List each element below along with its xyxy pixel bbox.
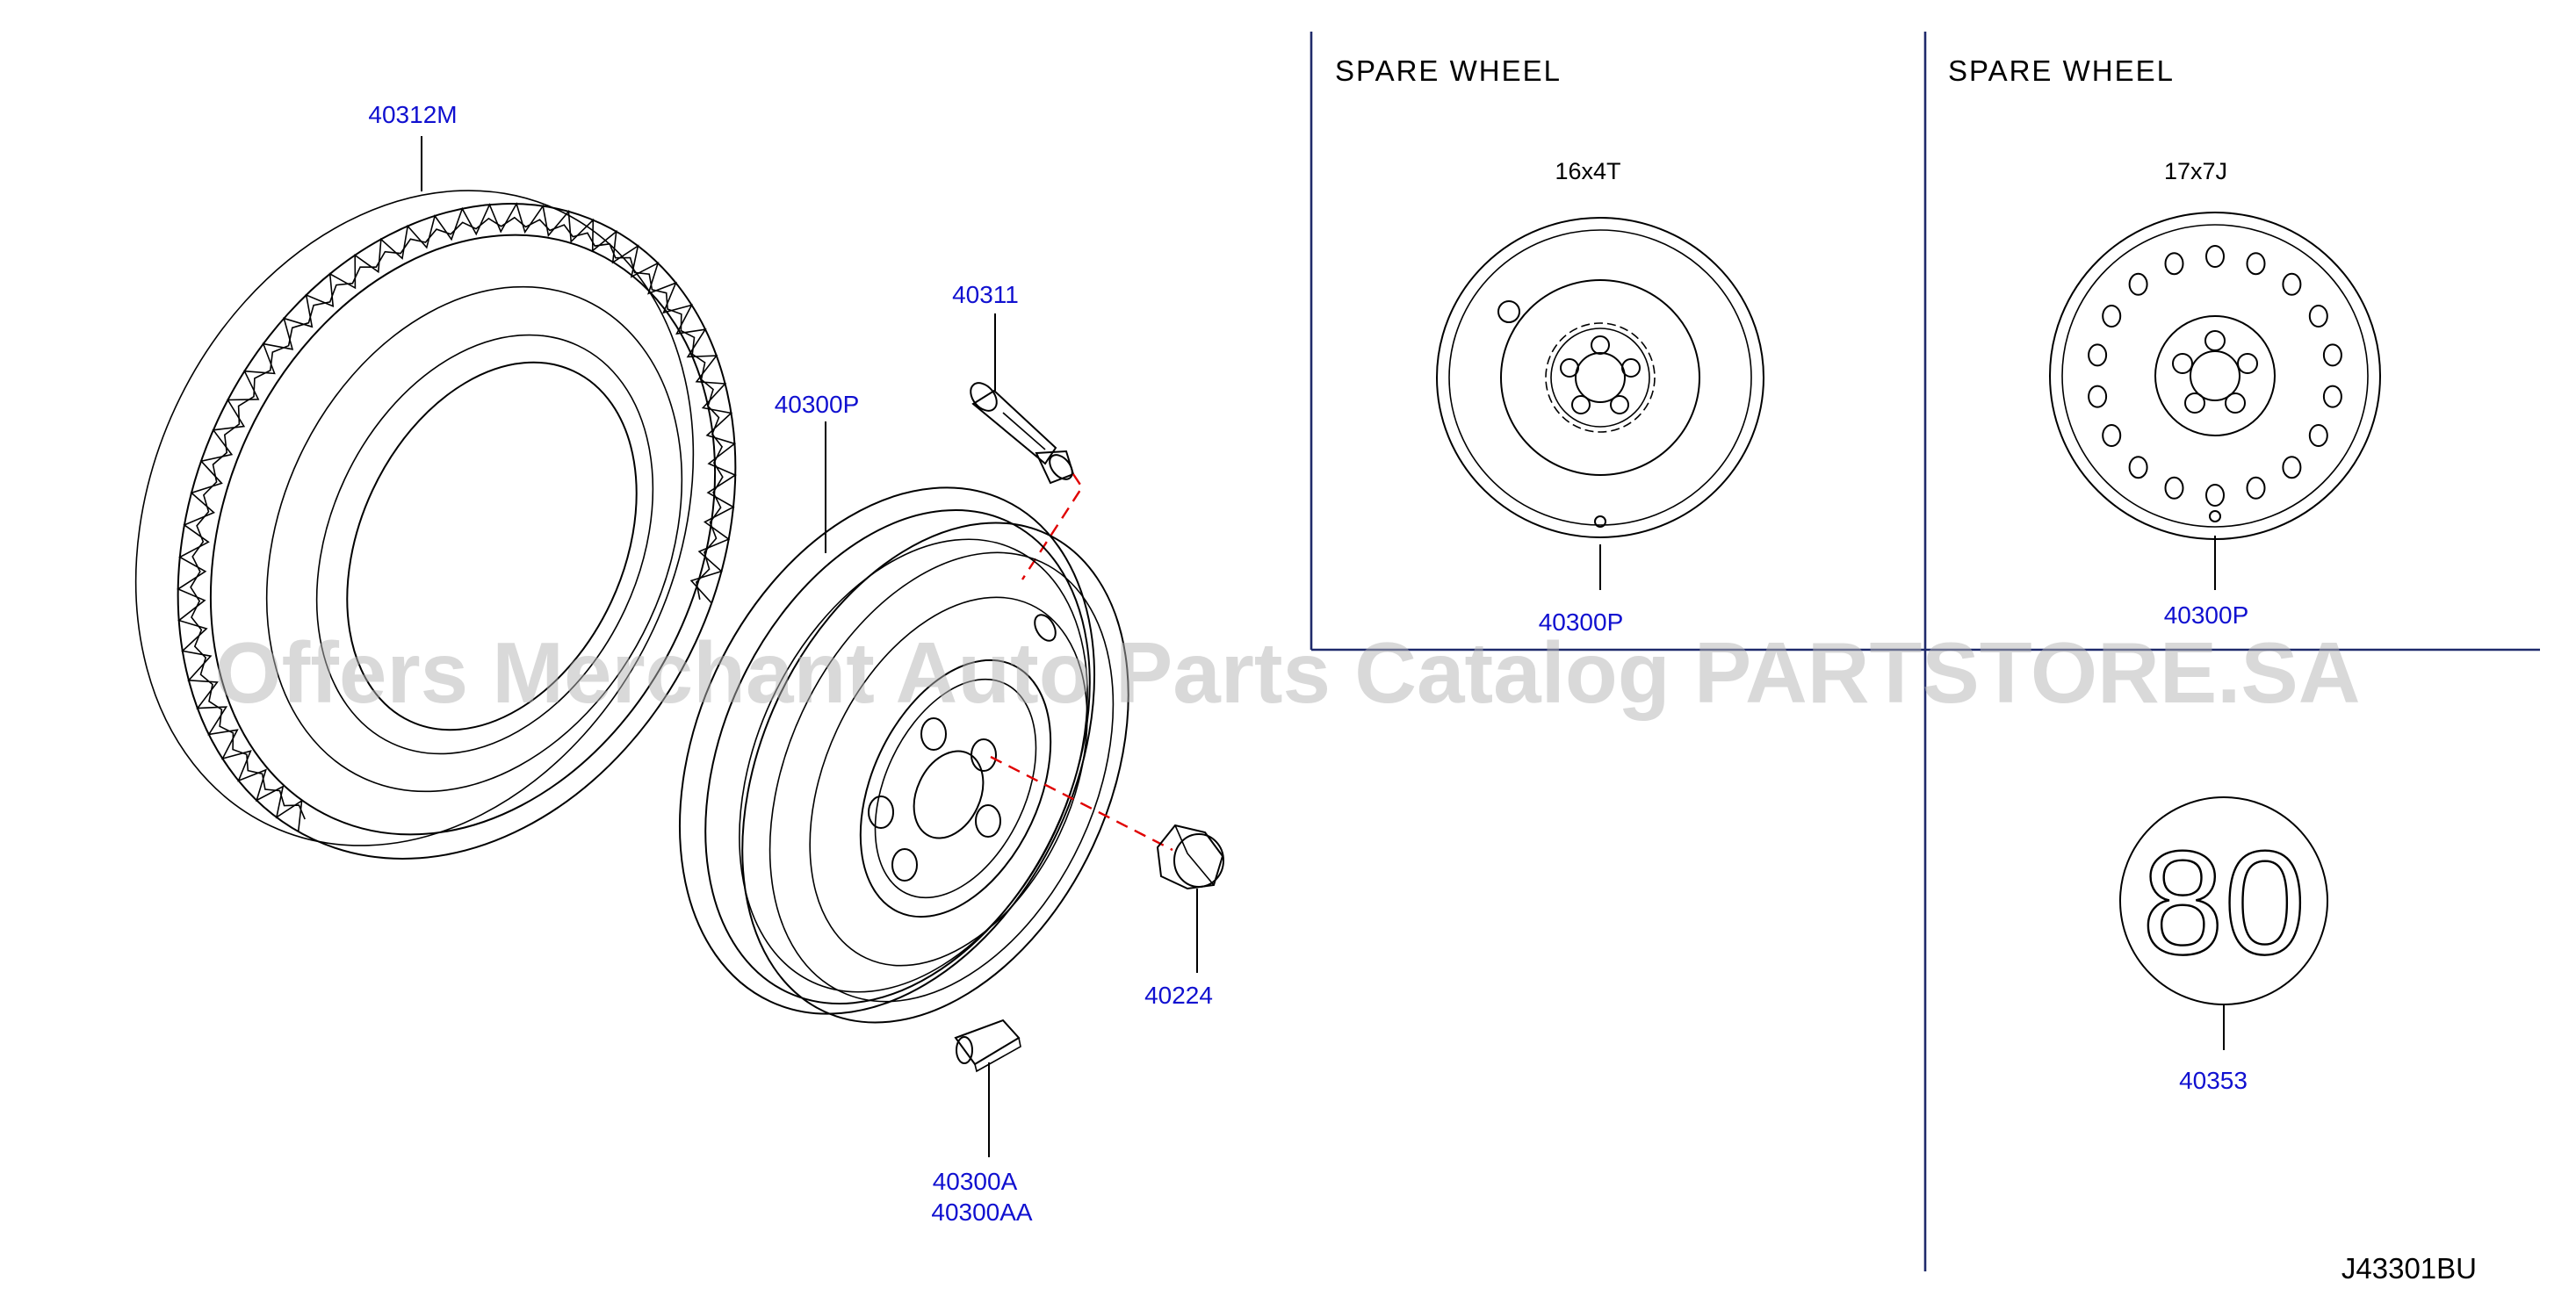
vent-hole (2282, 272, 2302, 296)
vent-hole (2164, 252, 2184, 276)
spare-wheel-17-vent-holes (2088, 245, 2342, 507)
vent-hole (2246, 476, 2266, 500)
wheel-nut-drawing (1156, 824, 1224, 890)
balance-weight-part-label-2[interactable]: 40300AA (931, 1199, 1033, 1226)
vent-hole (2246, 252, 2266, 276)
ornament-text: 80 (2142, 820, 2306, 985)
diagram-code: J43301BU (2341, 1252, 2477, 1285)
tire-part-label[interactable]: 40312M (368, 101, 457, 128)
panel-frames (1310, 32, 2540, 1271)
vent-hole (2102, 424, 2122, 447)
vent-hole (2205, 245, 2225, 268)
spare-wheel-17-drawing (2049, 212, 2381, 540)
road-wheel-part-label[interactable]: 40300P (775, 391, 860, 418)
vent-hole (2205, 484, 2225, 507)
nut-fit-line (990, 755, 1173, 852)
vent-hole (2164, 476, 2184, 500)
wheel-nut-part-label[interactable]: 40224 (1144, 982, 1213, 1009)
vent-hole (2322, 343, 2342, 367)
valve-drawing (970, 382, 1075, 485)
vent-hole (2128, 272, 2148, 296)
watermark-text: Offers Merchant Auto Parts Catalog PARTS… (214, 624, 2360, 721)
spare-wheel-left-title: SPARE WHEEL (1335, 54, 1562, 87)
tire-tread-pattern (177, 202, 737, 832)
valve-fit-line (1021, 473, 1084, 580)
spare-wheel-16-part-label[interactable]: 40300P (1539, 608, 1624, 636)
valve-part-label[interactable]: 40311 (952, 281, 1019, 308)
vent-hole (2282, 456, 2302, 479)
vent-hole (2088, 385, 2108, 408)
vent-hole (2088, 343, 2108, 367)
spare-wheel-right-title: SPARE WHEEL (1948, 54, 2175, 87)
vent-hole (2308, 305, 2328, 328)
tire-drawing (134, 190, 737, 860)
road-wheel-drawing (679, 486, 1129, 1024)
ornament-drawing: 80 (2119, 796, 2328, 1005)
spare-wheel-right-size: 17x7J (2164, 158, 2227, 184)
spare-wheel-16-drawing (1436, 217, 1764, 538)
vent-hole (2308, 424, 2328, 447)
spare-wheel-left-size: 16x4T (1555, 158, 1620, 184)
balance-weight-drawing (954, 1019, 1021, 1073)
tire-tread-zigzag (190, 216, 724, 820)
spare-wheel-17-part-label[interactable]: 40300P (2164, 601, 2249, 629)
ornament-part-label[interactable]: 40353 (2179, 1067, 2248, 1094)
vent-hole (2102, 305, 2122, 328)
vent-hole (2128, 456, 2148, 479)
balance-weight-part-label-1[interactable]: 40300A (933, 1168, 1018, 1195)
vent-hole (2322, 385, 2342, 408)
